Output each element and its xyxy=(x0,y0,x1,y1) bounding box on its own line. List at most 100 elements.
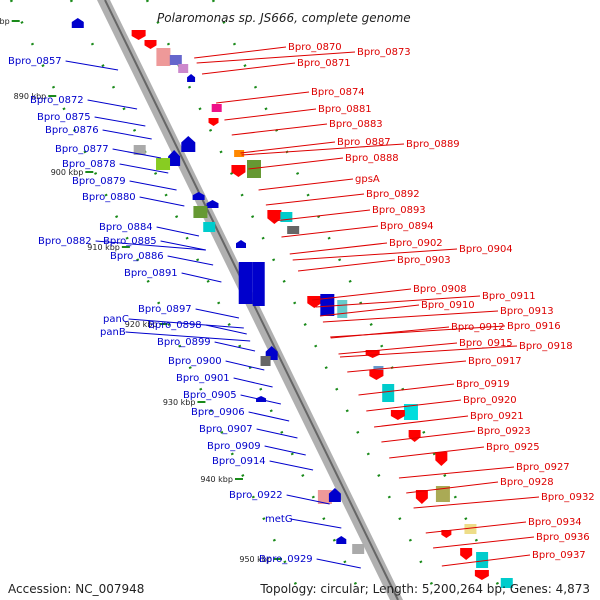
gene-arrow xyxy=(369,370,384,380)
leader-line-left xyxy=(181,272,222,283)
gene-label-left: Bpro_0900 xyxy=(168,356,222,367)
kbp-label: 900 kbp xyxy=(51,168,84,177)
gene-label-right: Bpro_0908 xyxy=(413,284,467,295)
leader-line-right xyxy=(297,259,396,272)
leader-line-left xyxy=(286,494,330,505)
accession-text: Accession: NC_007948 xyxy=(8,582,145,596)
gene-label-left: Bpro_0909 xyxy=(207,441,261,452)
gene-label-left: Bpro_0885 xyxy=(103,236,157,247)
leader-line-right xyxy=(338,342,458,355)
gene-label-right: Bpro_0919 xyxy=(456,379,510,390)
leader-line-right xyxy=(281,225,379,238)
gene-block xyxy=(238,262,253,304)
gene-block xyxy=(320,294,335,316)
gene-label-left: Bpro_0929 xyxy=(259,554,313,565)
gene-block xyxy=(156,158,171,170)
gene-block xyxy=(464,524,477,534)
gene-block xyxy=(133,145,146,155)
gene-label-left: Bpro_0897 xyxy=(138,304,192,315)
gene-label-right: Bpro_0937 xyxy=(532,550,586,561)
gene-label-right: Bpro_0917 xyxy=(468,356,522,367)
kbp-label: 880 kbp xyxy=(0,17,10,26)
leader-line-right xyxy=(374,415,469,428)
gene-label-left: Bpro_0901 xyxy=(176,373,230,384)
gene-block xyxy=(280,212,293,222)
gene-label-left: Bpro_0899 xyxy=(157,337,211,348)
leader-line-left xyxy=(156,226,200,237)
gene-arrow xyxy=(365,350,380,358)
gene-label-left: Bpro_0877 xyxy=(55,144,109,155)
gene-block xyxy=(317,490,332,504)
leader-line-left xyxy=(264,445,306,456)
kbp-label: 910 kbp xyxy=(87,243,120,252)
leader-line-right xyxy=(216,91,310,104)
gene-label-right: Bpro_0910 xyxy=(421,300,475,311)
gene-label-right: Bpro_0889 xyxy=(406,139,460,150)
leader-line-left xyxy=(87,99,138,110)
gene-label-left: Bpro_0886 xyxy=(110,251,164,262)
gene-block xyxy=(382,384,395,402)
gene-label-left: Bpro_0878 xyxy=(62,159,116,170)
kbp-label: 950 kbp xyxy=(239,555,272,564)
gene-label-left: Bpro_0907 xyxy=(199,424,253,435)
leader-line-right xyxy=(258,178,354,191)
gene-arrow xyxy=(460,548,473,560)
leader-line-right xyxy=(398,466,515,479)
gene-label-right: Bpro_0894 xyxy=(380,221,434,232)
gene-label-right: Bpro_0920 xyxy=(463,395,517,406)
leader-line-right xyxy=(441,554,531,567)
leader-line-left xyxy=(129,180,177,191)
gene-block xyxy=(247,160,261,178)
gene-block xyxy=(435,486,450,502)
gene-label-right: Bpro_0928 xyxy=(500,477,554,488)
gene-label-right: Bpro_0915 xyxy=(459,338,513,349)
leader-line-left xyxy=(65,60,119,71)
gene-arrow xyxy=(336,536,347,544)
gene-label-right: Bpro_0911 xyxy=(482,291,536,302)
leader-line-right xyxy=(358,383,455,396)
gene-label-left: Bpro_0906 xyxy=(191,407,245,418)
leader-line-left xyxy=(139,196,185,207)
gene-arrow xyxy=(192,192,205,200)
leader-line-right xyxy=(231,123,328,136)
leader-line-left xyxy=(102,129,152,140)
gene-label-right: Bpro_0936 xyxy=(536,532,590,543)
leader-line-right xyxy=(339,345,518,358)
gene-label-left: Bpro_0880 xyxy=(82,192,136,203)
gene-arrow xyxy=(236,240,246,248)
gene-label-right: Bpro_0873 xyxy=(357,47,411,58)
leader-line-right xyxy=(413,496,540,509)
gene-label-right: Bpro_0883 xyxy=(329,119,383,130)
leader-line-right xyxy=(389,446,485,459)
leader-line-right xyxy=(196,51,356,64)
gene-arrow xyxy=(231,165,246,177)
leader-line-left xyxy=(167,255,214,266)
leader-line-right xyxy=(406,481,499,494)
leader-line-left xyxy=(256,428,298,439)
gene-arrow xyxy=(390,410,405,420)
gene-block xyxy=(178,64,189,73)
track-ruler xyxy=(145,0,441,600)
gene-label-right: Bpro_0923 xyxy=(477,426,531,437)
gene-label-left: Bpro_0898 xyxy=(148,320,202,331)
leader-line-left xyxy=(240,394,281,405)
leader-line-left xyxy=(94,116,146,127)
gene-label-right: Bpro_0925 xyxy=(486,442,540,453)
diagram-title: Polaromonas sp. JS666, complete genome xyxy=(157,11,411,25)
gene-label-right: Bpro_0921 xyxy=(470,411,524,422)
gene-arrow xyxy=(168,150,181,166)
gene-label-left: Bpro_0882 xyxy=(38,236,92,247)
leader-line-left xyxy=(112,148,162,159)
gene-arrow xyxy=(181,136,196,152)
gene-block xyxy=(352,544,365,554)
gene-block xyxy=(234,150,245,157)
leader-line-right xyxy=(265,193,365,206)
leader-line-left xyxy=(290,518,342,529)
gene-label-left: Bpro_0914 xyxy=(212,456,266,467)
leader-line-left xyxy=(269,460,314,471)
leader-line-left xyxy=(225,360,265,371)
leader-line-left xyxy=(128,318,244,329)
leader-line-right xyxy=(292,248,458,261)
gene-label-right: Bpro_0893 xyxy=(372,205,426,216)
